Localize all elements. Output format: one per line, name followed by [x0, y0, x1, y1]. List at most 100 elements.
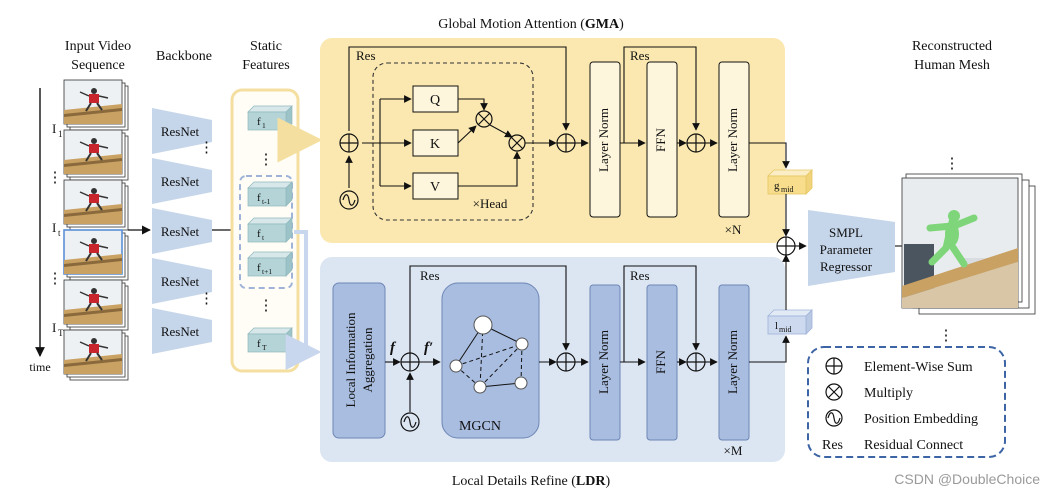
svg-text:ResNet: ResNet [161, 274, 200, 289]
resnet-block: ResNet [152, 308, 212, 354]
g-mid-token: g mid [767, 169, 813, 195]
query-label: Q [430, 93, 440, 108]
time-label: time [29, 360, 50, 374]
svg-text:f: f [257, 228, 261, 240]
gma-layer-norm-1-label: Layer Norm [596, 108, 611, 172]
graph-edge [479, 382, 522, 388]
svg-text:mid: mid [781, 185, 793, 194]
ldr-input-sum-icon [400, 352, 420, 372]
video-frame [63, 279, 129, 331]
legend-sum-icon [825, 357, 843, 375]
qk-multiply-icon [475, 110, 493, 128]
frame-ellipsis-1: ⋮ [48, 170, 63, 186]
svg-text:I: I [52, 220, 56, 235]
svg-text:1: 1 [262, 121, 266, 130]
ldr-panel [320, 257, 785, 462]
reconstructed-mesh-stack [901, 173, 1036, 315]
input-video-label-line1: Input Video [65, 39, 131, 54]
gma-res-label-1: Res [356, 48, 376, 63]
gma-layer-norm-2-label: Layer Norm [725, 108, 740, 172]
smpl-label-line3: Regressor [820, 259, 873, 274]
local-aggregation-label-2: Aggregation [360, 327, 375, 392]
reconstructed-label-line1: Reconstructed [912, 39, 992, 54]
legend-pos-embedding-label: Position Embedding [864, 412, 978, 427]
ldr-res-sum-2-icon [686, 352, 706, 372]
gma-repeat-label: ×N [725, 222, 742, 237]
resnet-ellipsis-1: ⋮ [199, 140, 214, 156]
feature-f-prime-label: f′ [424, 340, 433, 356]
ldr-output-arrow [749, 335, 790, 363]
gma-layer-norm-1 [589, 61, 621, 218]
head-count-label: ×Head [473, 196, 508, 211]
gma-ffn-block [646, 61, 678, 218]
query-block [412, 85, 459, 113]
graph-node [473, 315, 493, 335]
svg-text:f: f [257, 192, 261, 204]
reconstructed-label-line2: Human Mesh [914, 58, 990, 73]
mgcn-graph [449, 315, 529, 394]
resnet-ellipsis-2: ⋮ [199, 291, 214, 307]
features-to-ldr-arrow [285, 230, 322, 370]
svg-text:I: I [52, 121, 56, 136]
ldr-layer-norm-2-label: Layer Norm [725, 330, 740, 394]
resnet-block: ResNet [152, 258, 212, 304]
mesh-ellipsis-bottom: ⋮ [939, 328, 954, 344]
gma-ffn-label: FFN [653, 127, 668, 151]
ldr-res-sum-1-icon [556, 352, 576, 372]
ldr-title: Local Details Refine (LDR) [452, 474, 611, 489]
legend-box [807, 346, 1006, 458]
mesh-ellipsis-top: ⋮ [945, 156, 960, 172]
frame-label-first: I 1 [52, 121, 63, 139]
video-frame [63, 179, 129, 231]
gma-res-line-2 [623, 46, 700, 143]
svg-text:g: g [774, 180, 780, 192]
legend-sum-label: Element-Wise Sum [864, 360, 973, 375]
graph-edge [455, 343, 523, 367]
mgcn-label: MGCN [459, 419, 501, 434]
svg-text:ResNet: ResNet [161, 174, 200, 189]
svg-text:f: f [257, 262, 261, 274]
legend-pos-embedding-icon [825, 409, 843, 427]
svg-text:1: 1 [58, 129, 63, 139]
ldr-res-line-1 [409, 265, 570, 353]
svg-text:t: t [262, 233, 265, 242]
legend-residual-label: Residual Connect [864, 438, 963, 453]
graph-node [514, 376, 528, 390]
feature-f-label: f [390, 340, 397, 356]
video-frame [63, 79, 129, 131]
local-aggregation-label-1: Local Information [343, 312, 358, 407]
svg-text:mid: mid [779, 325, 791, 334]
mgcn-block [441, 282, 540, 439]
static-features-label-line1: Static [250, 39, 282, 54]
key-label: K [430, 137, 440, 152]
value-label: V [430, 180, 440, 195]
svg-text:t+1: t+1 [262, 267, 272, 276]
frame-label-current: I t [52, 220, 61, 238]
gma-pos-embedding-icon [339, 190, 359, 210]
smpl-label-line2: Parameter [820, 242, 873, 257]
gma-res-line-1 [348, 46, 570, 131]
svg-text:ResNet: ResNet [161, 224, 200, 239]
ldr-pos-embedding-icon [400, 412, 420, 432]
smpl-regressor-block [808, 210, 895, 286]
graph-node [449, 359, 463, 373]
svg-text:f: f [257, 338, 261, 350]
svg-text:I: I [52, 320, 56, 335]
graph-edge [479, 343, 523, 388]
ldr-res-label-2: Res [630, 268, 650, 283]
frame-label-last: I T [52, 320, 64, 338]
resnet-block: ResNet [152, 158, 212, 204]
svg-text:t: t [58, 228, 61, 238]
backbone-label: Backbone [156, 49, 212, 64]
ldr-res-label-1: Res [420, 268, 440, 283]
static-features-label-line2: Features [242, 58, 289, 73]
graph-node [515, 337, 529, 351]
legend-multiply-label: Multiply [864, 386, 913, 401]
attention-head-box [372, 62, 534, 221]
ldr-res-line-2 [623, 265, 700, 362]
